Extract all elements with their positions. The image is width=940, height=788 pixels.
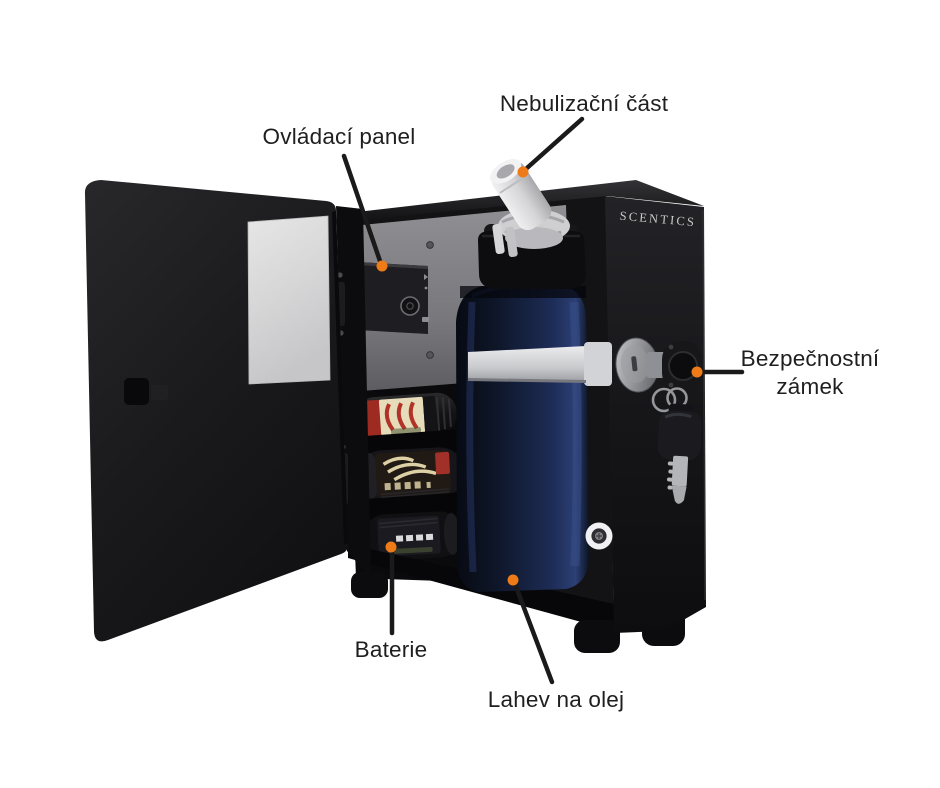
foot	[351, 572, 388, 598]
panel-edge-highlight	[702, 209, 706, 601]
battery-bottom-pips	[395, 533, 434, 542]
control-panel-button-glyph	[406, 302, 414, 310]
callout-dot-security-lock	[691, 366, 703, 378]
security-lock	[615, 337, 702, 504]
nozzle-ring-line	[499, 174, 529, 194]
panel-grommet	[585, 522, 613, 550]
callout-dot-nebulizer	[517, 166, 529, 178]
foot	[574, 620, 620, 653]
callout-line-nebulizer	[524, 116, 585, 171]
door-knob-shadow	[151, 385, 168, 400]
door-knob	[124, 378, 149, 405]
nozzle-opening-bore	[496, 164, 515, 179]
lock-bezel	[615, 337, 659, 393]
grommet-screw	[596, 533, 602, 539]
hinge-screw	[337, 272, 343, 278]
nozzle-tube	[490, 158, 552, 231]
callout-line-control-panel	[341, 153, 383, 264]
bottle-highlight	[466, 301, 477, 573]
bottle-strap	[468, 342, 612, 386]
callout-dot-oil-bottle	[507, 574, 519, 586]
lock-screw	[668, 344, 674, 350]
oil-bottle	[456, 282, 589, 592]
battery-middle-ridges	[381, 488, 450, 499]
battery-top	[355, 392, 457, 440]
callout-line-oil-bottle	[512, 581, 555, 685]
callout-label-oil-bottle: Lahev na olej	[487, 687, 625, 712]
door-diffuser-window	[247, 215, 331, 385]
key-bow-detail	[664, 412, 692, 419]
callout-label-security-lock: Bezpečnostní zámek	[740, 346, 880, 400]
battery-top-brand-marks	[384, 401, 419, 432]
control-panel	[358, 262, 429, 334]
key-teeth	[666, 461, 674, 490]
nozzle-tab	[505, 226, 518, 258]
callout-label-batteries: Baterie	[354, 637, 428, 662]
control-panel-top-edge	[358, 262, 428, 269]
key-bow	[657, 410, 702, 461]
callout-lines	[341, 116, 745, 685]
key-tip	[671, 485, 687, 504]
open-door	[84, 180, 349, 642]
brand-logo: SCENTICS	[619, 209, 697, 230]
nebulizer-nozzle	[490, 158, 570, 258]
callout-label-nebulizer: Nebulizační část	[499, 91, 669, 116]
callout-label-control-panel: Ovládací panel	[262, 124, 416, 149]
lock-screw	[668, 382, 674, 388]
lock-keyhole	[668, 351, 698, 381]
battery-top-ridges	[435, 396, 452, 431]
callout-dots	[376, 166, 703, 586]
key-blade	[671, 455, 689, 487]
callout-dot-batteries	[385, 541, 397, 553]
strap-shade	[468, 378, 586, 383]
nozzle-spiral-lower	[505, 227, 563, 249]
door-edge-shadow	[332, 211, 348, 545]
battery-bottom-ridges	[379, 517, 438, 529]
bottle-body	[456, 286, 589, 592]
panel-face	[605, 196, 706, 633]
control-panel-indicators	[422, 274, 429, 322]
front-right-panel: SCENTICS	[605, 196, 706, 633]
control-panel-face	[358, 262, 428, 334]
nozzle-tab	[492, 223, 505, 255]
hanging-key	[657, 403, 702, 504]
battery-middle-text-marks	[384, 481, 431, 491]
callout-dot-control-panel	[376, 260, 388, 272]
battery-middle-swirls	[382, 456, 437, 482]
bottle-highlight	[569, 301, 582, 567]
strap-band	[468, 346, 586, 382]
battery-middle	[358, 447, 465, 501]
control-panel-button	[400, 296, 420, 316]
strap-block	[584, 342, 612, 386]
